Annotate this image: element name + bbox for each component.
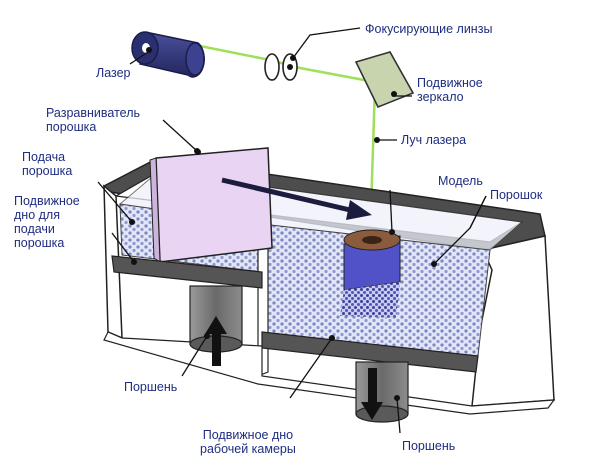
- label-chamber-floor: Подвижное дно рабочей камеры: [200, 428, 296, 456]
- label-leveler-line1: Разравниватель: [46, 106, 141, 120]
- laser-leader: [129, 51, 149, 65]
- label-laser-beam: Луч лазера: [401, 133, 467, 147]
- label-powder: Порошок: [490, 188, 543, 202]
- label-leveler: Разравниватель порошка: [46, 106, 140, 134]
- chamber-floor-plate: [261, 331, 479, 373]
- label-chamber-floor-line1: Подвижное дно: [202, 428, 294, 442]
- label-feed-floor-line3: подачи: [14, 222, 55, 236]
- motion-arrow-icon: [221, 177, 372, 220]
- label-moving-mirror: Подвижное зеркало: [417, 76, 483, 104]
- laser-tube-icon: [131, 31, 205, 78]
- label-powder-feed-line1: Подача: [22, 150, 66, 164]
- moving-mirror-icon: [354, 51, 415, 109]
- feed-floor-plate: [111, 255, 263, 289]
- label-chamber-floor-line2: рабочей камеры: [200, 442, 296, 456]
- label-feed-floor-line1: Подвижное: [14, 194, 80, 208]
- label-feed-floor-line4: порошка: [14, 236, 65, 250]
- label-moving-mirror-line1: Подвижное: [417, 76, 483, 90]
- label-piston-left: Поршень: [124, 380, 178, 394]
- label-piston-right: Поршень: [402, 439, 456, 453]
- label-powder-feed: Подача порошка: [22, 150, 72, 178]
- piston-right: [355, 361, 409, 423]
- up-arrow-icon: [205, 316, 227, 366]
- label-laser: Лазер: [96, 66, 131, 80]
- label-focusing-lenses: Фокусирующие линзы: [365, 22, 493, 36]
- label-feed-floor: Подвижное дно для подачи порошка: [14, 194, 80, 250]
- down-arrow-icon: [361, 368, 383, 420]
- label-moving-mirror-line2: зеркало: [417, 90, 464, 104]
- focusing-lens-icon: [264, 53, 298, 81]
- label-powder-feed-line2: порошка: [22, 164, 73, 178]
- label-feed-floor-line2: дно для: [14, 208, 60, 222]
- powder-leader: [433, 195, 487, 265]
- powder-leveler: [149, 147, 273, 263]
- label-model: Модель: [438, 174, 483, 188]
- model-part: [340, 229, 401, 318]
- label-leveler-line2: порошка: [46, 120, 97, 134]
